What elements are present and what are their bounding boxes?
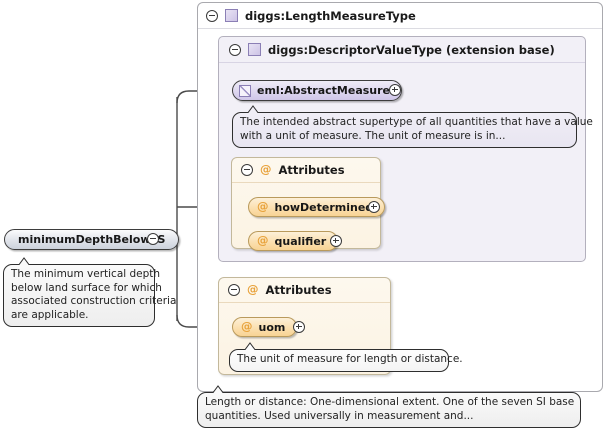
- attribute-node-howDetermined[interactable]: @ howDetermined: [248, 197, 386, 217]
- documentation-uom: The unit of measure for length or distan…: [229, 349, 463, 372]
- expand-toggle-AbstractMeasure[interactable]: [389, 84, 401, 96]
- callout-tail: [17, 257, 32, 265]
- doc-line: with a unit of measure. The unit of meas…: [240, 129, 506, 142]
- doc-line: The intended abstract supertype of all q…: [240, 116, 593, 128]
- at-symbol-icon: @: [241, 319, 253, 334]
- attributes-header-outer: @ Attributes: [219, 278, 390, 303]
- attribute-node-qualifier[interactable]: @ qualifier: [248, 231, 339, 251]
- documentation-LengthMeasureType: Length or distance: One-dimensional exte…: [197, 392, 581, 428]
- at-symbol-icon: @: [257, 233, 269, 248]
- collapse-toggle-DescriptorValueType[interactable]: [229, 43, 241, 56]
- element-label: minimumDepthBelowLS: [18, 233, 166, 246]
- attribute-label: howDetermined: [274, 200, 374, 214]
- doc-line: The minimum vertical depth: [11, 268, 161, 280]
- callout-tail: [211, 385, 226, 393]
- expand-toggle-howDetermined[interactable]: [368, 201, 380, 213]
- type-square-icon: [248, 43, 261, 56]
- collapse-toggle-LengthMeasureType[interactable]: [206, 9, 218, 22]
- type-square-icon: [225, 9, 238, 22]
- element-node-AbstractMeasure[interactable]: eml:AbstractMeasure: [232, 80, 403, 101]
- doc-line: below land surface for which: [11, 281, 162, 294]
- type-label: diggs:LengthMeasureType: [245, 8, 416, 23]
- collapse-toggle-minimumDepthBelowLS[interactable]: [147, 233, 159, 245]
- callout-tail: [246, 105, 261, 113]
- abstract-element-icon: [239, 84, 251, 97]
- attribute-label: uom: [258, 320, 286, 334]
- attribute-label: qualifier: [274, 234, 327, 248]
- callout-tail: [243, 342, 258, 350]
- expand-toggle-qualifier[interactable]: [330, 235, 342, 247]
- attributes-label: Attributes: [278, 163, 345, 177]
- attributes-header-inner: @ Attributes: [232, 158, 380, 183]
- collapse-toggle-attributes-inner[interactable]: [241, 164, 253, 176]
- element-label: eml:AbstractMeasure: [257, 84, 391, 97]
- documentation-AbstractMeasure: The intended abstract supertype of all q…: [232, 112, 593, 148]
- doc-line: The unit of measure for length or distan…: [237, 353, 463, 365]
- doc-line: Length or distance: One-dimensional exte…: [205, 396, 575, 408]
- attribute-node-uom[interactable]: @ uom: [232, 317, 298, 337]
- at-symbol-icon: @: [257, 199, 269, 214]
- documentation-minimumDepthBelowLS: The minimum vertical depth below land su…: [3, 264, 177, 327]
- doc-line: quantities. Used universally in measurem…: [205, 409, 474, 422]
- doc-line: are applicable.: [11, 308, 89, 321]
- extension-base-label: diggs:DescriptorValueType (extension bas…: [268, 42, 555, 57]
- doc-line: associated construction criteria: [11, 295, 177, 307]
- collapse-toggle-attributes-outer[interactable]: [228, 284, 240, 296]
- type-header-LengthMeasureType: diggs:LengthMeasureType: [198, 3, 602, 29]
- element-node-minimumDepthBelowLS[interactable]: minimumDepthBelowLS: [4, 229, 180, 250]
- at-symbol-icon: @: [247, 282, 259, 297]
- expand-toggle-uom[interactable]: [293, 321, 305, 333]
- extension-base-header: diggs:DescriptorValueType (extension bas…: [219, 37, 585, 63]
- at-symbol-icon: @: [260, 162, 272, 177]
- attributes-label: Attributes: [265, 283, 332, 297]
